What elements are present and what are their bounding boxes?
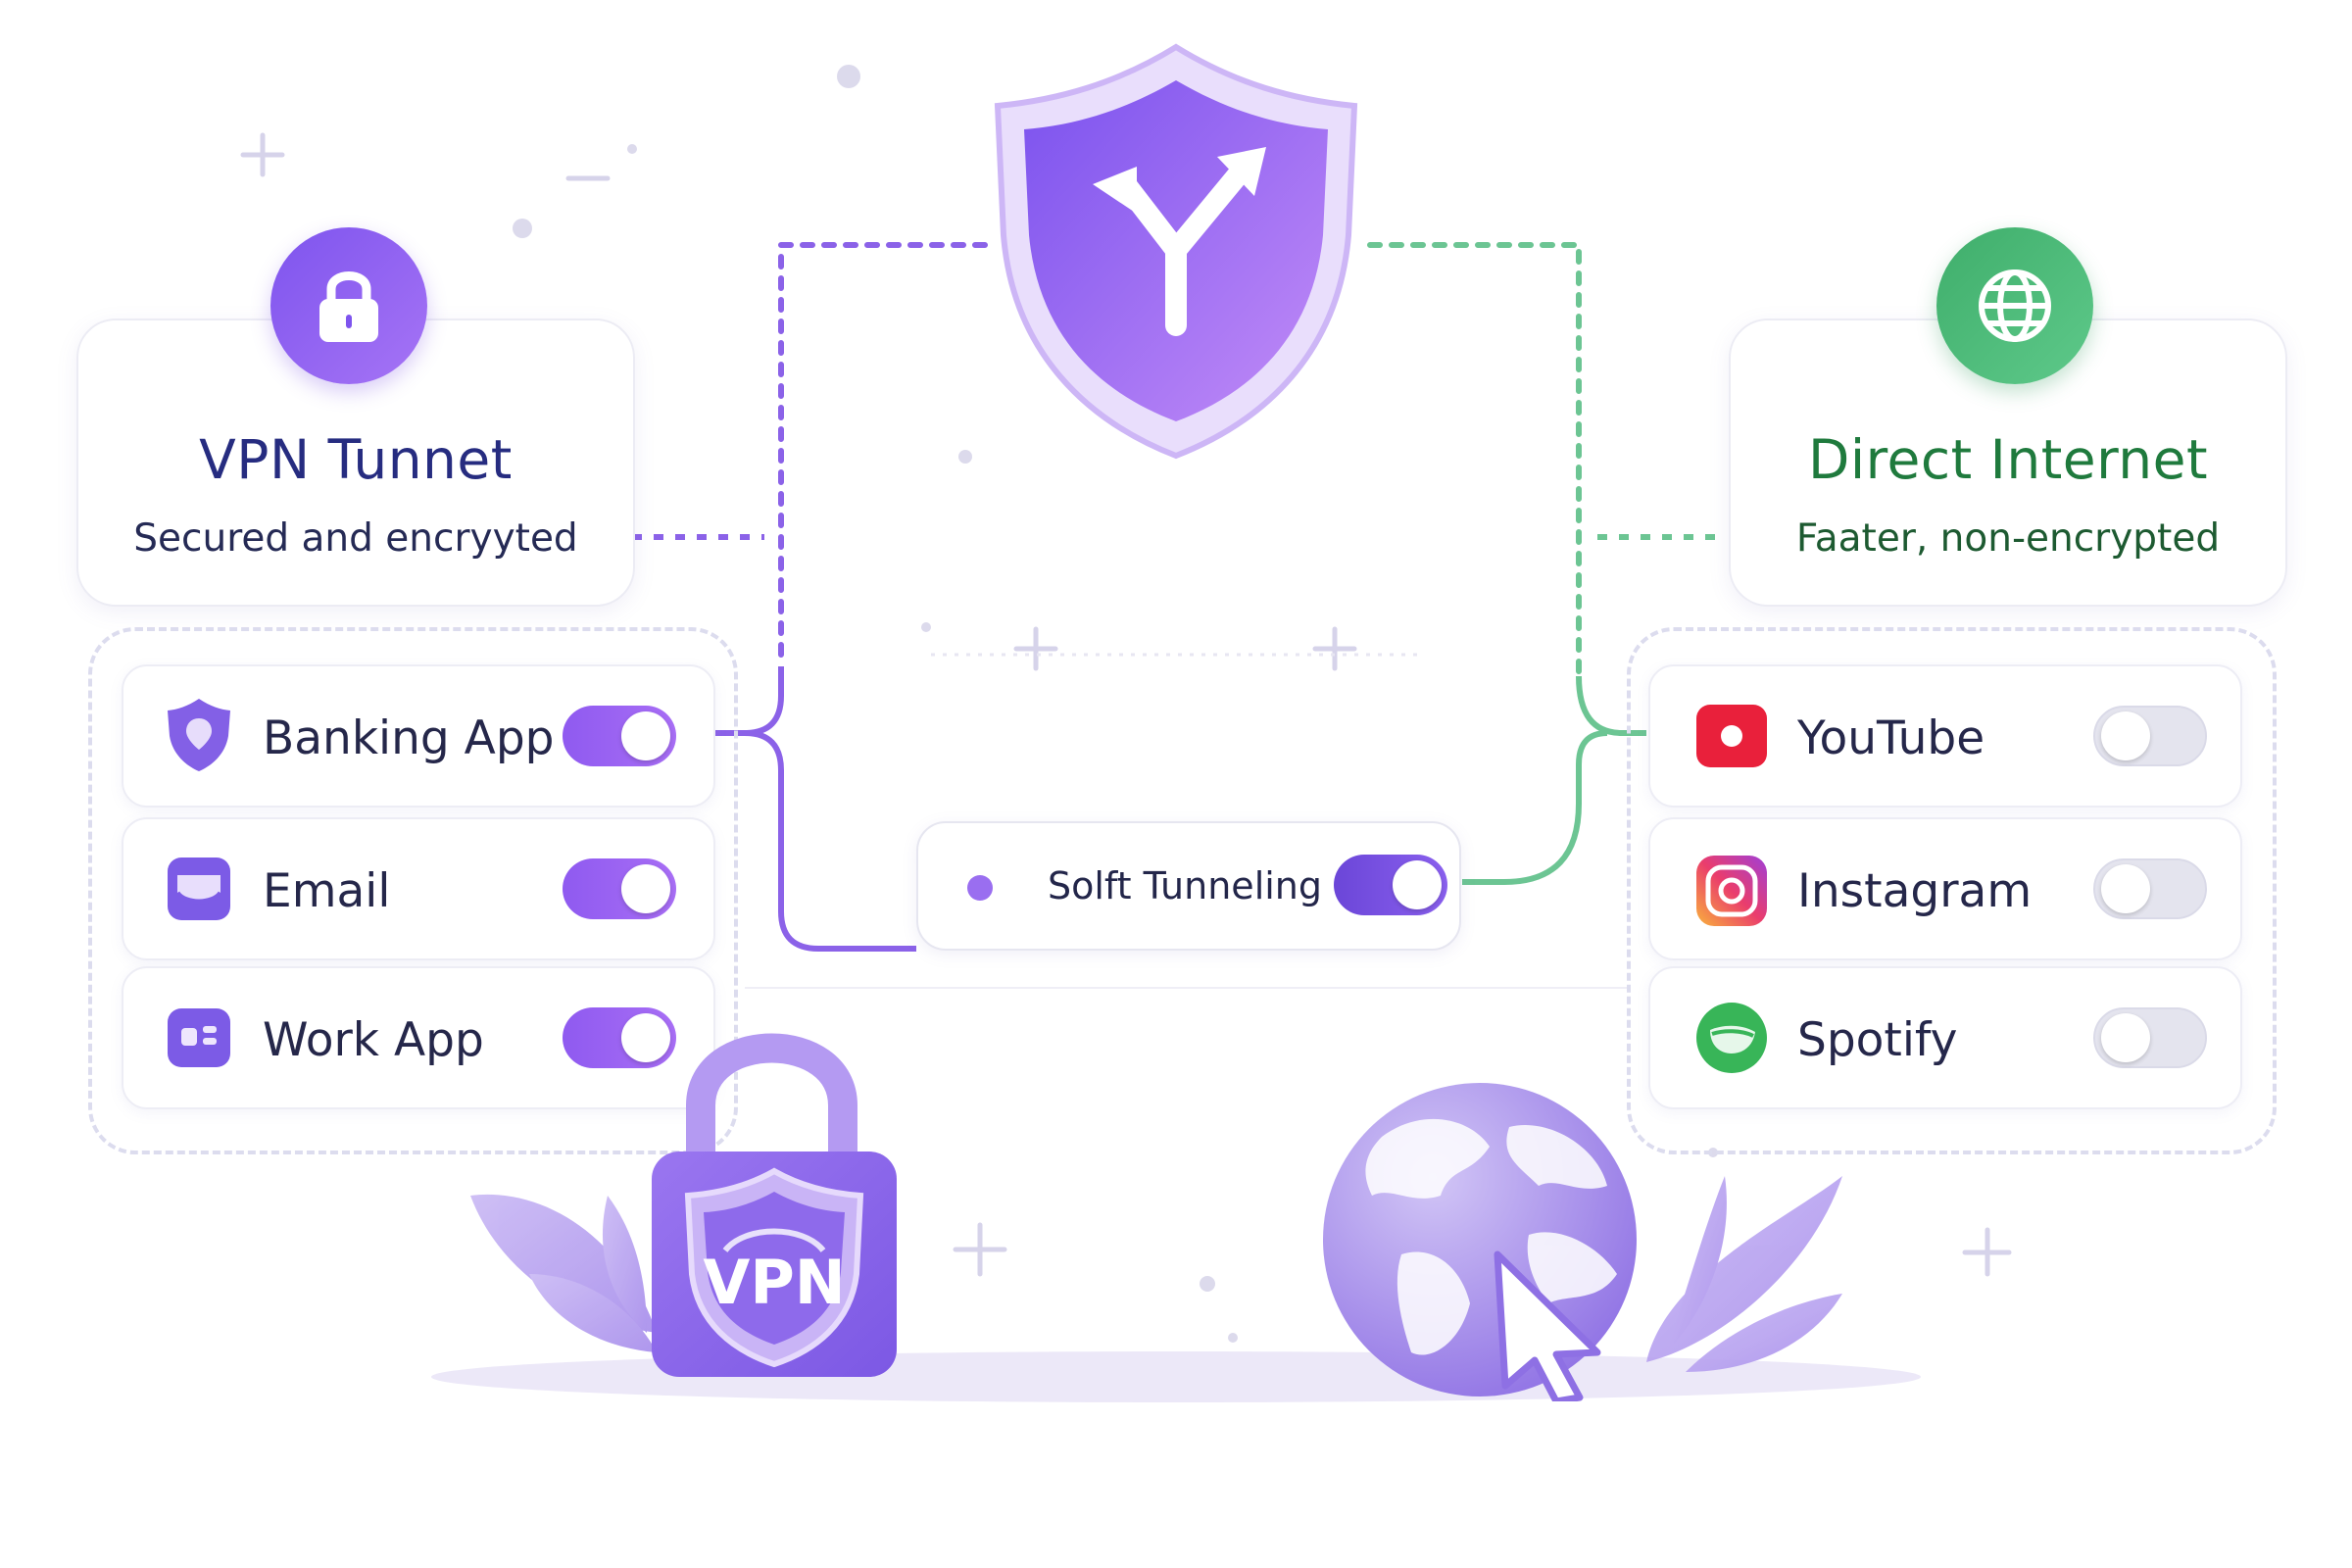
status-dot-icon	[967, 875, 993, 901]
app-row-work[interactable]: Work App	[122, 966, 715, 1109]
padlock-icon	[270, 227, 427, 384]
vpn-app-group	[88, 627, 738, 1154]
mail-icon	[161, 851, 237, 927]
app-label: Banking App	[263, 711, 555, 765]
app-label: Spotify	[1797, 1013, 1958, 1067]
work-app-toggle[interactable]	[563, 1007, 676, 1068]
app-label: YouTube	[1797, 711, 1985, 765]
direct-internet-subtitle: Faater, non-encrypted	[1795, 516, 2221, 561]
vpn-tunnel-subtitle: Secured and encryyted	[133, 516, 578, 561]
youtube-icon	[1693, 698, 1770, 774]
split-arrow-shield-icon	[990, 39, 1362, 461]
spotify-icon	[1693, 1000, 1770, 1076]
app-row-email[interactable]: Email	[122, 817, 715, 960]
app-label: Email	[263, 864, 391, 918]
app-row-youtube[interactable]: YouTube	[1648, 664, 2242, 808]
instagram-icon	[1693, 853, 1770, 929]
email-toggle[interactable]	[563, 858, 676, 919]
split-tunneling-toggle[interactable]	[1334, 855, 1447, 915]
direct-app-group	[1627, 627, 2277, 1154]
youtube-toggle[interactable]	[2093, 706, 2207, 766]
direct-internet-title: Direct Internet	[1807, 428, 2209, 491]
vpn-tunnel-title: VPN Tunnet	[199, 428, 513, 491]
instagram-toggle[interactable]	[2093, 858, 2207, 919]
spotify-toggle[interactable]	[2093, 1007, 2207, 1068]
vpn-lock-text: VPN	[703, 1247, 845, 1318]
vpn-padlock-illustration: VPN	[647, 1019, 902, 1382]
shield-icon	[161, 696, 237, 772]
app-row-spotify[interactable]: Spotify	[1648, 966, 2242, 1109]
split-tunneling-label: Solft Tunneling	[1048, 864, 1323, 907]
split-tunneling-control[interactable]: Solft Tunneling	[916, 821, 1461, 951]
app-label: Work App	[263, 1013, 484, 1067]
app-label: Instagram	[1797, 864, 2033, 918]
app-row-banking[interactable]: Banking App	[122, 664, 715, 808]
globe-icon	[1936, 227, 2093, 384]
banking-toggle[interactable]	[563, 706, 676, 766]
globe-cursor-illustration	[1303, 1068, 1676, 1405]
app-row-instagram[interactable]: Instagram	[1648, 817, 2242, 960]
work-app-icon	[161, 1000, 237, 1076]
